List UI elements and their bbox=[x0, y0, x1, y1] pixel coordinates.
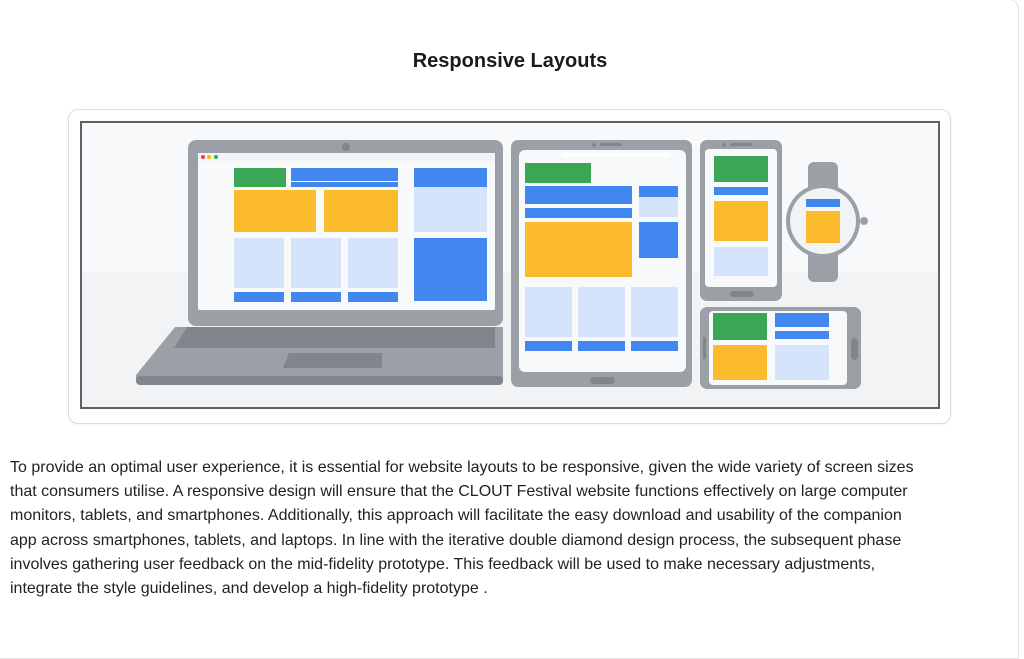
page-title: Responsive Layouts bbox=[412, 50, 608, 72]
paragraph-line: monitors, tablets, and smartphones. Addi… bbox=[10, 507, 902, 525]
paragraph-line: To provide an optimal user experience, i… bbox=[10, 459, 914, 476]
paragraph-line: involves gathering user feedback on the … bbox=[10, 555, 876, 573]
paragraph-line: app across smartphones, tablets, and lap… bbox=[10, 531, 902, 549]
tablet-icon bbox=[511, 140, 692, 387]
landscape-phone-icon bbox=[700, 307, 861, 389]
paragraph-line: that consumers utilise. A responsive des… bbox=[10, 483, 908, 501]
phone-icon bbox=[700, 140, 782, 301]
body-paragraph: To provide an optimal user experience, i… bbox=[10, 456, 1015, 601]
laptop-icon bbox=[136, 140, 503, 385]
paragraph-line: integrate the style guidelines, and deve… bbox=[10, 580, 488, 598]
responsive-devices-illustration bbox=[80, 121, 940, 409]
smartwatch-icon bbox=[786, 162, 868, 282]
